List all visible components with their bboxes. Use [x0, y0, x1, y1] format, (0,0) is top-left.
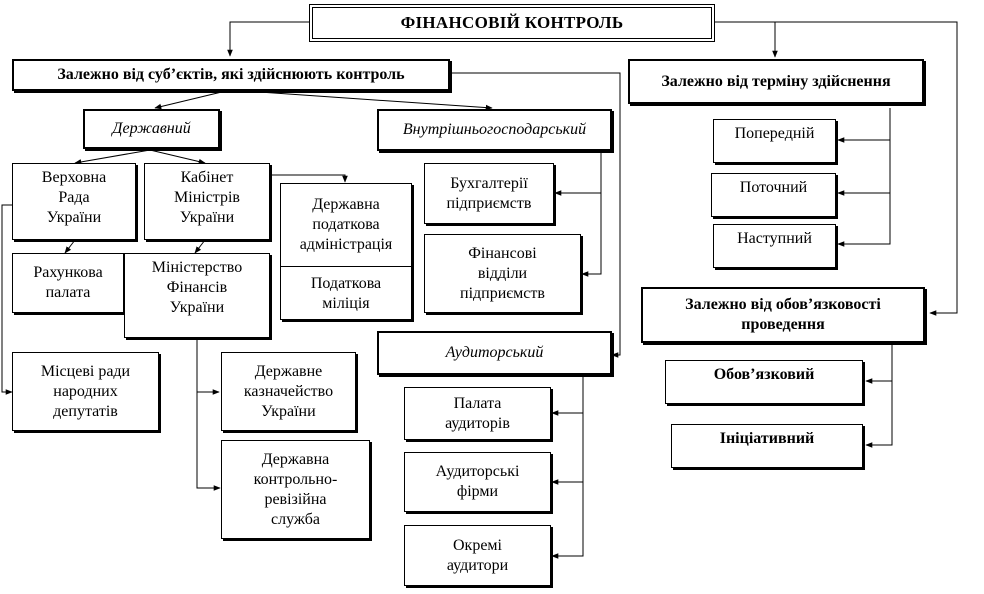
node-tax-group: Державна податкова адміністрація Податко… — [280, 183, 412, 320]
node-kabinet: Кабінет Міністрів України — [144, 163, 270, 240]
node-accounting: Бухгалтерії підприємств — [424, 163, 554, 224]
node-audit-firms: Аудиторські фірми — [404, 452, 551, 512]
node-time-current: Поточний — [711, 173, 836, 217]
node-minfin-label: Міністерство Фінансів України — [151, 259, 243, 316]
diagram-title: ФІНАНСОВІЙ КОНТРОЛЬ — [309, 4, 715, 42]
node-local-councils: Місцеві ради народних депутатів — [12, 352, 159, 431]
type-internal: Внутрішньогосподарський — [377, 109, 612, 151]
category-by-subject: Залежно від суб’єктів, які здійснюють ко… — [12, 59, 450, 91]
node-rakhunkova-palata: Рахункова палата — [12, 253, 124, 313]
node-audit-firms-label: Аудиторські фірми — [435, 463, 520, 500]
category-by-subject-label: Залежно від суб’єктів, які здійснюють ко… — [57, 66, 405, 83]
category-by-obligation-label: Залежно від обов’язковості проведення — [685, 296, 881, 333]
node-local-councils-label: Місцеві ради народних депутатів — [40, 362, 131, 420]
node-tax-police-label: Податкова міліція — [310, 275, 382, 312]
type-internal-label: Внутрішньогосподарський — [402, 121, 587, 138]
type-auditor-label: Аудиторський — [445, 344, 544, 361]
type-auditor: Аудиторський — [377, 331, 612, 375]
node-mandatory-label: Обов’язковий — [713, 366, 815, 383]
node-time-preliminary: Попередній — [713, 119, 836, 163]
category-by-time-label: Залежно від терміну здійснення — [661, 72, 891, 90]
node-tax-police: Податкова міліція — [281, 267, 411, 321]
node-audit-service-label: Державна контрольно- ревізійна служба — [253, 450, 338, 528]
node-minfin: Міністерство Фінансів України — [124, 253, 270, 338]
node-tax-admin: Державна податкова адміністрація — [281, 184, 411, 266]
category-by-obligation: Залежно від обов’язковості проведення — [641, 287, 925, 343]
type-state: Державний — [83, 109, 220, 149]
node-finance-depts: Фінансові відділи підприємств — [424, 234, 581, 313]
node-auditor-chamber-label: Палата аудиторів — [445, 394, 510, 432]
node-verkhovna-rada: Верховна Рада України — [12, 163, 136, 240]
node-finance-depts-label: Фінансові відділи підприємств — [460, 244, 545, 302]
node-individual-auditors-label: Окремі аудитори — [446, 536, 509, 574]
node-initiative: Ініціативний — [671, 424, 863, 468]
node-time-subsequent-label: Наступний — [737, 230, 812, 247]
node-mandatory: Обов’язковий — [665, 360, 863, 404]
node-audit-service: Державна контрольно- ревізійна служба — [221, 440, 370, 539]
node-tax-admin-label: Державна податкова адміністрація — [299, 196, 393, 253]
node-time-preliminary-label: Попередній — [734, 125, 815, 142]
node-auditor-chamber: Палата аудиторів — [404, 387, 551, 440]
category-by-time: Залежно від терміну здійснення — [628, 59, 924, 104]
node-verkhovna-rada-label: Верховна Рада України — [41, 169, 107, 226]
node-tax-divider — [281, 266, 411, 267]
node-treasury-label: Державне казначейство України — [243, 362, 334, 420]
node-time-subsequent: Наступний — [713, 224, 836, 268]
node-kabinet-label: Кабінет Міністрів України — [174, 169, 240, 226]
node-time-current-label: Поточний — [739, 179, 808, 196]
node-treasury: Державне казначейство України — [221, 352, 356, 431]
node-accounting-label: Бухгалтерії підприємств — [446, 174, 532, 212]
node-individual-auditors: Окремі аудитори — [404, 525, 551, 586]
diagram-title-text: ФІНАНСОВІЙ КОНТРОЛЬ — [400, 13, 624, 32]
type-state-label: Державний — [112, 120, 191, 137]
node-rakhunkova-palata-label: Рахункова палата — [33, 264, 103, 301]
node-initiative-label: Ініціативний — [719, 430, 815, 447]
